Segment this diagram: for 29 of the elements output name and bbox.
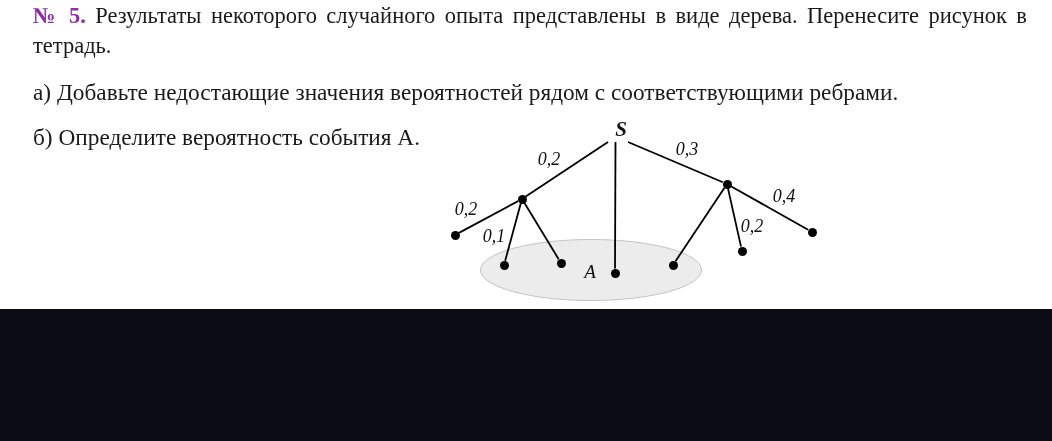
root-label: S — [604, 116, 638, 142]
edge-label: 0,2 — [537, 150, 561, 168]
tree-edge — [523, 201, 560, 261]
edge-label: 0,3 — [675, 140, 699, 158]
task-question: а) Добавьте недостающие значения вероятностей рядом с соответствующими ребрами. — [33, 78, 899, 107]
edge-label: 0,4 — [772, 187, 796, 205]
tree-vertex-dot — [556, 258, 566, 268]
tree-vertex-dot — [668, 260, 678, 270]
edge-label: 0,1 — [482, 227, 506, 245]
edge-label: 0,2 — [454, 200, 478, 218]
problem-statement: № 5. Результаты некоторого случайного опыта представлены в виде дерева. Перенесите рисунок в тетрадь. — [33, 2, 1027, 60]
tree-vertex-dot — [737, 246, 747, 256]
tree-edge — [524, 141, 609, 198]
tree-vertex-dot — [499, 260, 509, 270]
tree-vertex-dot — [807, 227, 817, 237]
task-question: б) Определите вероятность события А. — [33, 123, 420, 152]
tree-vertex-dot — [722, 179, 732, 189]
tree-edge — [727, 187, 742, 248]
tree-edge — [458, 200, 519, 234]
tree-vertex-dot — [450, 230, 460, 240]
tree-edge — [614, 141, 617, 270]
tree-edge — [674, 186, 726, 263]
tree-edge — [627, 141, 724, 184]
event-label: A — [584, 262, 596, 281]
tree-vertex-dot — [517, 194, 527, 204]
tree-vertex-dot — [610, 268, 620, 278]
tree-edge — [730, 185, 809, 231]
tree-edge — [504, 202, 522, 262]
edge-label: 0,2 — [740, 217, 764, 235]
